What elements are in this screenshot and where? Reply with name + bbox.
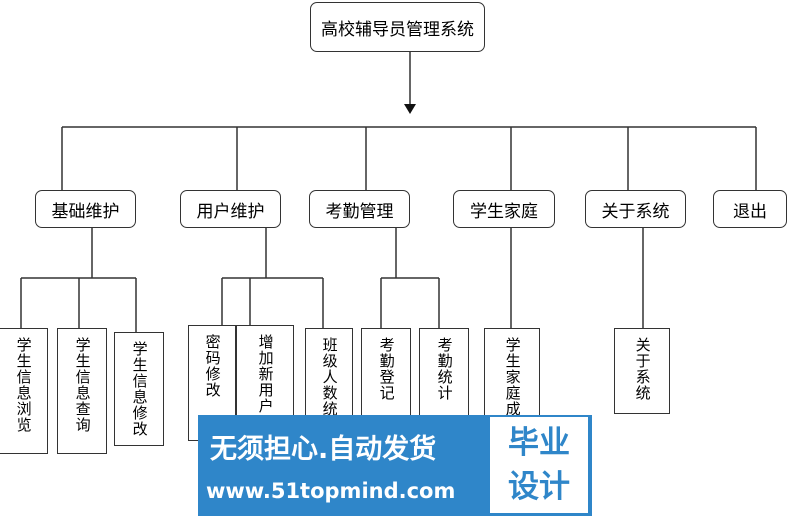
leaf-label: 班级人数统计 [320, 337, 339, 433]
arrowhead [404, 104, 416, 114]
module-label: 基础维护 [51, 201, 120, 222]
module-basic-maintenance: 基础维护 [35, 190, 136, 228]
leaf-label: 学生家庭成员 [503, 337, 522, 433]
module-user-maintenance: 用户维护 [180, 190, 281, 228]
watermark-slogan: 无须担心.自动发货 [210, 434, 437, 465]
module-label: 关于系统 [601, 201, 670, 222]
leaf-label: 学生信息查询 [73, 337, 92, 433]
leaf-box: 学生信息查询 [57, 328, 107, 454]
module-about: 关于系统 [585, 190, 686, 228]
leaf-box: 学生信息浏览 [0, 328, 48, 454]
leaf-label: 密码修改 [203, 334, 222, 398]
watermark-url: www.51topmind.com [206, 479, 456, 503]
module-label: 学生家庭 [470, 201, 538, 222]
leaf-box: 学生信息修改 [114, 332, 164, 446]
leaf-label: 考勤登记 [377, 337, 396, 401]
module-exit: 退出 [713, 190, 787, 228]
leaf-label: 增加新用户 [256, 334, 275, 414]
leaf-label: 关于系统 [633, 337, 652, 401]
watermark-banner: 无须担心.自动发货 www.51topmind.com 毕业 设计 [198, 415, 592, 516]
root-label: 高校辅导员管理系统 [321, 19, 474, 40]
module-attendance: 考勤管理 [309, 190, 410, 228]
leaf-box: 关于系统 [614, 328, 670, 414]
module-label: 考勤管理 [325, 201, 394, 222]
watermark-badge-line1: 毕业 [508, 425, 570, 461]
leaf-label: 学生信息浏览 [14, 337, 33, 433]
watermark-badge: 毕业 设计 [490, 417, 588, 513]
leaf-label: 考勤统计 [435, 337, 454, 401]
module-label: 退出 [733, 201, 767, 222]
leaf-label: 学生信息修改 [130, 341, 149, 437]
module-label: 用户维护 [196, 201, 265, 222]
module-student-family: 学生家庭 [453, 190, 555, 228]
watermark-badge-line2: 设计 [508, 469, 570, 505]
root-node: 高校辅导员管理系统 [310, 2, 485, 52]
